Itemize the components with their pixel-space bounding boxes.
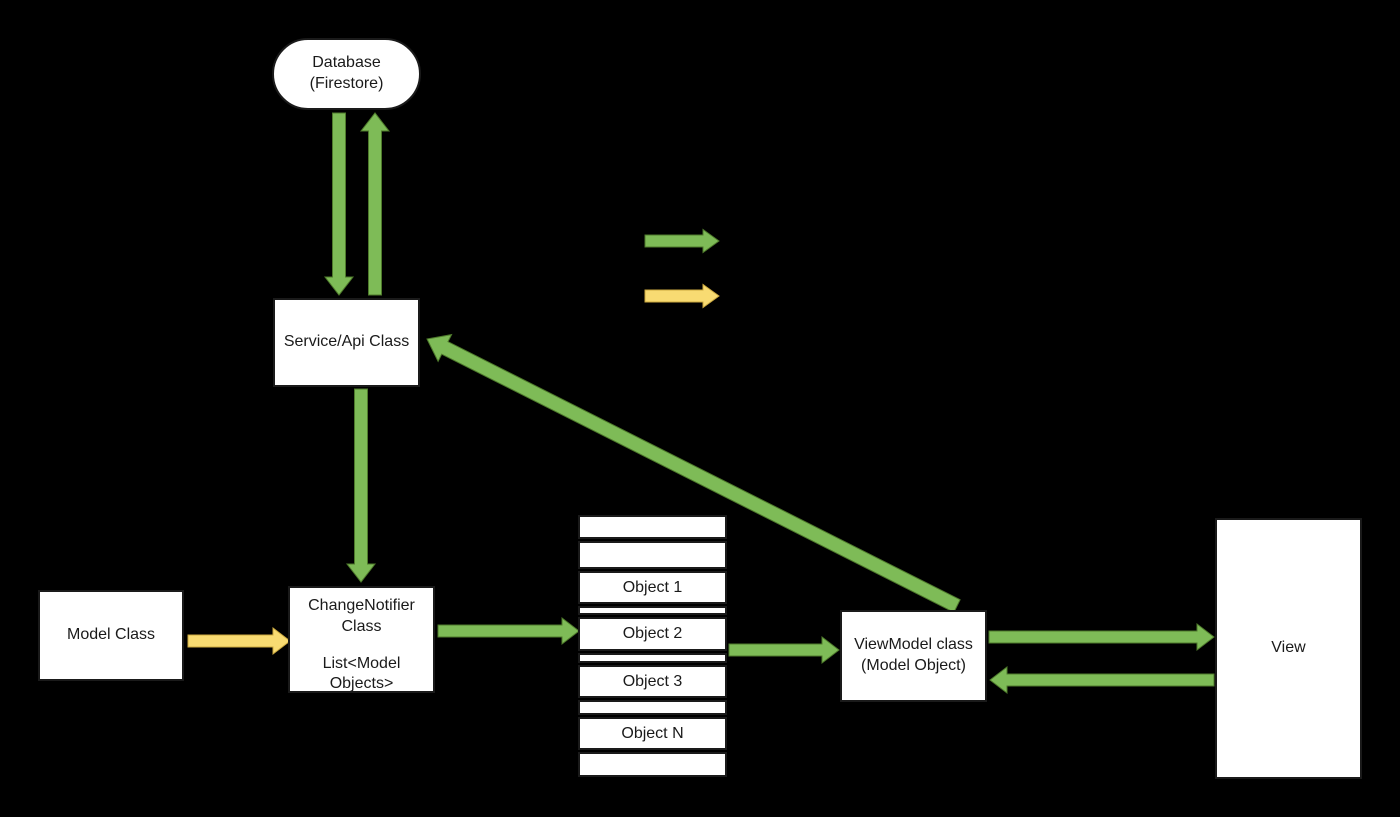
arrow-view-to-viewmodel [989, 665, 1215, 695]
object-list-row-empty-5 [578, 653, 727, 663]
object-list-row-empty-7 [578, 700, 727, 715]
arrow-viewmodel-to-service-diagonal [426, 333, 961, 613]
node-database-firestore: Database (Firestore) [272, 38, 421, 110]
database-label-line2: (Firestore) [309, 75, 384, 92]
arrow-service-to-changenotifier [345, 388, 377, 583]
object-list-row-object-3: Object 3 [578, 665, 727, 698]
database-label-line1: Database [312, 54, 381, 72]
node-viewmodel-class: ViewModel class (Model Object) [840, 610, 987, 702]
view-label: View [1271, 639, 1306, 657]
arrow-viewmodel-to-view [988, 622, 1215, 652]
object-list-row-empty-3 [578, 606, 727, 615]
legend-green-arrow [644, 228, 720, 254]
viewmodel-label-line2: (Model Object) [861, 657, 966, 674]
arrow-objectlist-to-viewmodel [728, 635, 840, 665]
node-model-class: Model Class [38, 590, 184, 681]
object-list-row-empty-0 [578, 515, 727, 539]
object-list-row-object-1: Object 1 [578, 571, 727, 604]
object-list: Object 1 Object 2 Object 3 Object N [578, 515, 727, 777]
viewmodel-label-line1: ViewModel class [854, 636, 973, 654]
service-label: Service/Api Class [283, 333, 410, 351]
object-list-row-empty-1 [578, 541, 727, 569]
arrow-changenotifier-to-objectlist [437, 616, 580, 646]
model-label: Model Class [66, 626, 156, 644]
legend-yellow-arrow [644, 283, 720, 309]
object-list-row-object-n: Object N [578, 717, 727, 750]
arrow-database-to-service [323, 112, 355, 296]
notifier-label-list: List<Model Objects> [322, 654, 401, 693]
object-list-row-empty-9 [578, 752, 727, 777]
node-view: View [1215, 518, 1362, 779]
object-list-row-object-2: Object 2 [578, 617, 727, 651]
node-service-api-class: Service/Api Class [273, 298, 420, 387]
node-changenotifier-class: ChangeNotifier Class List<Model Objects> [288, 586, 435, 693]
arrow-model-to-changenotifier [187, 626, 291, 656]
arrow-service-to-database [359, 112, 391, 296]
notifier-label-title: ChangeNotifier Class [308, 597, 415, 635]
